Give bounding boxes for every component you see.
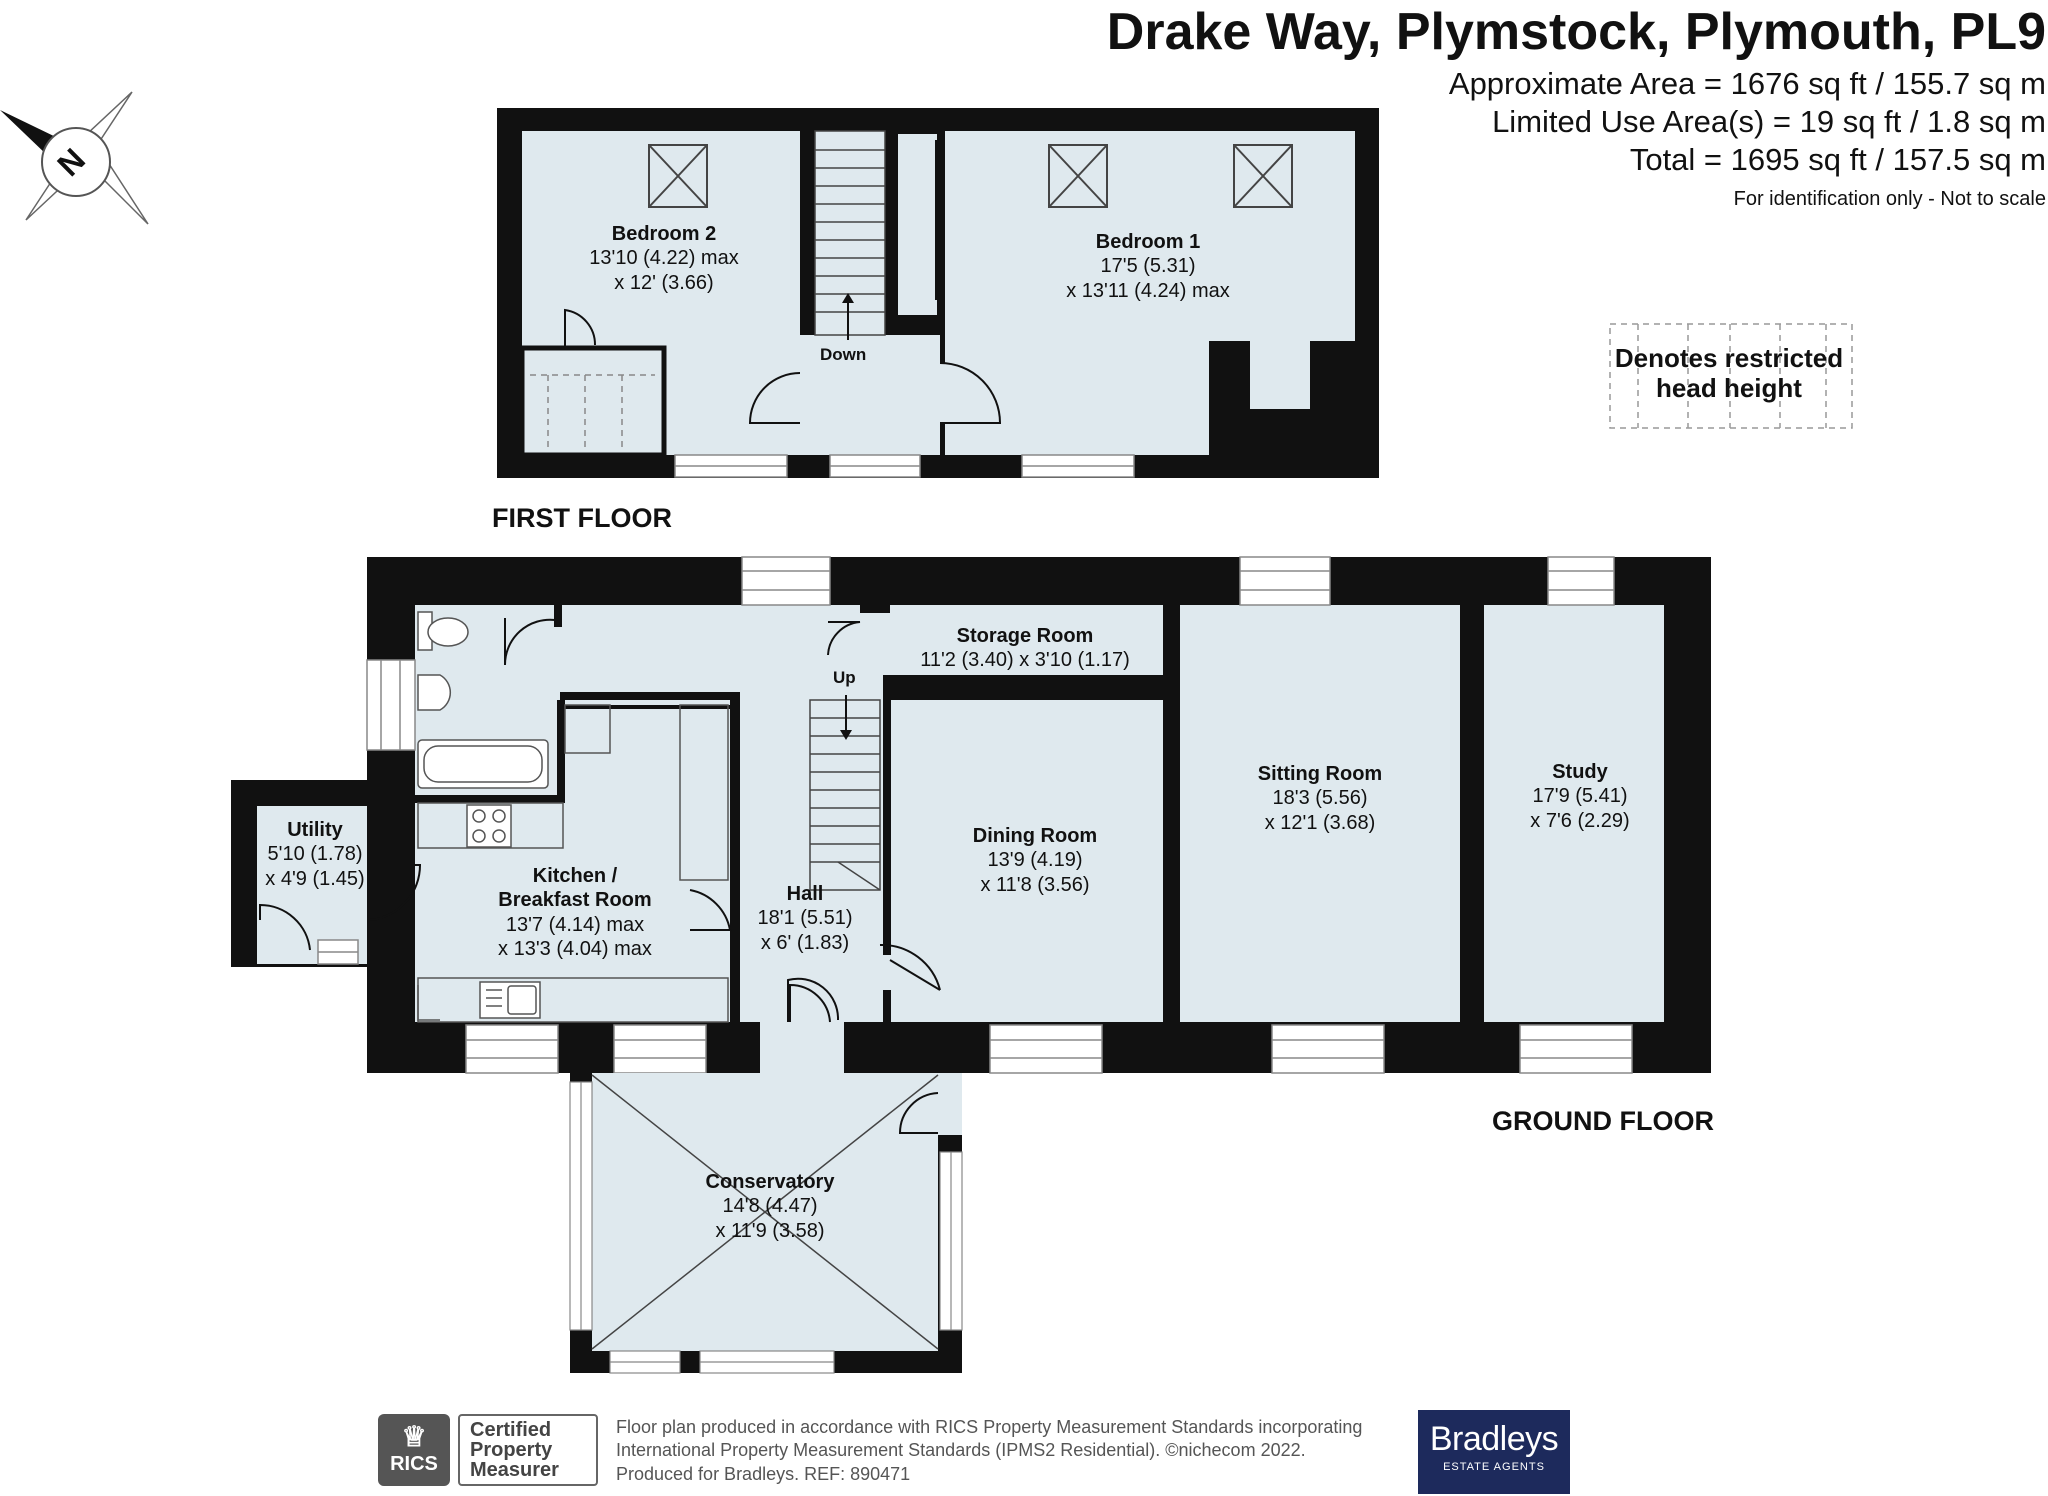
room-name: Dining Room: [972, 825, 1098, 847]
restricted-height-key-label: Denotes restricted head height: [1610, 343, 1848, 404]
room-label-conservatory: Conservatory 14'8 (4.47) x 11'9 (3.58): [670, 1170, 870, 1243]
ground-floor-plan: [231, 556, 1711, 1374]
room-label-hall: Hall 18'1 (5.51) x 6' (1.83): [735, 882, 875, 955]
brand-name: Bradleys: [1429, 1420, 1559, 1458]
compass-icon: [0, 91, 149, 225]
room-name: Sitting Room: [1257, 763, 1383, 785]
cert-line: Certified: [470, 1419, 552, 1441]
room-label-sitting-room: Sitting Room 18'3 (5.56) x 12'1 (3.68): [1220, 762, 1420, 835]
room-dimension: x 13'3 (4.04) max: [498, 938, 652, 961]
room-name: Storage Room: [956, 625, 1094, 647]
skylight-icon: [648, 144, 1293, 208]
room-dimension: x 11'8 (3.56): [980, 873, 1090, 896]
room-dimension: x 13'11 (4.24) max: [1066, 279, 1230, 302]
room-dimension: 11'2 (3.40) x 3'10 (1.17): [920, 649, 1130, 672]
stair-up-label: Up: [833, 668, 856, 687]
cert-line: Property: [470, 1439, 553, 1461]
room-dimension: x 4'9 (1.45): [265, 867, 365, 890]
storage-room-floor: [890, 605, 1163, 675]
rics-logo-text: RICS: [390, 1453, 438, 1475]
room-label-utility: Utility 5'10 (1.78) x 4'9 (1.45): [250, 818, 380, 891]
room-name: Study: [1552, 761, 1608, 783]
bath-icon: [417, 739, 549, 789]
room-name: Utility: [287, 819, 343, 841]
wc-icon: [417, 611, 469, 651]
room-name: Conservatory: [705, 1171, 835, 1193]
property-address-title: Drake Way, Plymstock, Plymouth, PL9: [1106, 3, 2046, 61]
basin-icon: [417, 674, 452, 711]
room-dimension: 17'9 (5.41): [1532, 785, 1628, 808]
room-dimension: 13'9 (4.19): [987, 849, 1083, 872]
certified-measurer-text: Certified Property Measurer: [470, 1420, 559, 1480]
rics-logo: ♕ RICS: [378, 1414, 450, 1486]
dining-room-floor: [890, 700, 1163, 1022]
cert-line: Measurer: [470, 1459, 559, 1481]
room-dimension: x 6' (1.83): [760, 931, 850, 954]
bradleys-logo: Bradleys ESTATE AGENTS: [1418, 1410, 1570, 1494]
first-floor-plan: [497, 108, 1379, 478]
room-label-dining-room: Dining Room 13'9 (4.19) x 11'8 (3.56): [935, 824, 1135, 897]
brand-tagline: ESTATE AGENTS: [1443, 1461, 1545, 1473]
landing-lower-floor: [800, 335, 940, 455]
restricted-height-key: [1609, 323, 1853, 429]
room-dimension: 5'10 (1.78): [267, 843, 363, 866]
room-dimension: 13'10 (4.22) max: [589, 247, 739, 270]
down-arrow-icon: [842, 293, 854, 340]
approximate-area: Approximate Area = 1676 sq ft / 155.7 sq…: [1448, 66, 2046, 101]
first-floor-label: FIRST FLOOR: [492, 503, 672, 533]
room-name: Kitchen /: [532, 865, 618, 887]
first-floor-stairs: [814, 130, 886, 336]
window-icon: [674, 454, 1135, 478]
total-area: Total = 1695 sq ft / 157.5 sq m: [1629, 142, 2046, 177]
certified-measurer-badge: [458, 1414, 598, 1486]
room-dimension: 18'1 (5.51): [757, 907, 853, 930]
room-dimension: x 7'6 (2.29): [1530, 809, 1630, 832]
sitting-room-floor: [1180, 605, 1460, 1022]
room-name: Hall: [786, 883, 824, 905]
room-dimension: x 12' (3.66): [614, 271, 714, 294]
room-name-2: Breakfast Room: [498, 889, 652, 912]
room-dimension: 14'8 (4.47): [722, 1195, 818, 1218]
limited-use-area: Limited Use Area(s) = 19 sq ft / 1.8 sq …: [1492, 104, 2046, 139]
utility-floor: [257, 806, 367, 964]
room-label-bedroom-2: Bedroom 2 13'10 (4.22) max x 12' (3.66): [564, 222, 764, 295]
footer-disclaimer: Floor plan produced in accordance with R…: [616, 1416, 1362, 1486]
footer-line-3: Produced for Bradleys. REF: 890471: [616, 1463, 911, 1484]
room-dimension: x 11'9 (3.58): [715, 1219, 825, 1242]
room-label-study: Study 17'9 (5.41) x 7'6 (2.29): [1505, 760, 1655, 833]
room-name: Bedroom 2: [611, 223, 717, 245]
room-label-kitchen: Kitchen / Breakfast Room 13'7 (4.14) max…: [475, 864, 675, 962]
hob-icon: [466, 804, 512, 848]
study-floor: [1484, 605, 1664, 1022]
footer-line-2: International Property Measurement Stand…: [616, 1440, 1306, 1461]
room-name: Bedroom 1: [1095, 231, 1201, 253]
conservatory: [569, 1073, 963, 1374]
key-line-1: Denotes restricted: [1614, 343, 1844, 373]
room-dimension: 18'3 (5.56): [1272, 787, 1368, 810]
stair-down-label: Down: [820, 345, 867, 364]
window-icon: [317, 556, 1633, 1074]
not-to-scale-note: For identification only - Not to scale: [1733, 188, 2046, 210]
hall-floor: [560, 605, 890, 705]
room-label-bedroom-1: Bedroom 1 17'5 (5.31) x 13'11 (4.24) max: [1048, 230, 1248, 303]
ground-floor-label: GROUND FLOOR: [1492, 1106, 1714, 1136]
footer-line-1: Floor plan produced in accordance with R…: [616, 1417, 1363, 1437]
room-dimension: 17'5 (5.31): [1100, 255, 1196, 278]
room-dimension: 13'7 (4.14) max: [505, 913, 645, 936]
rics-lion-icon: ♕: [401, 1421, 427, 1452]
room-label-storage-room: Storage Room 11'2 (3.40) x 3'10 (1.17): [905, 624, 1145, 673]
sink-icon: [479, 981, 541, 1019]
bedroom-1-floor: [945, 131, 1355, 341]
room-dimension: x 12'1 (3.68): [1264, 811, 1376, 834]
up-arrow-icon: [840, 695, 852, 740]
key-line-2: head height: [1656, 372, 1802, 403]
